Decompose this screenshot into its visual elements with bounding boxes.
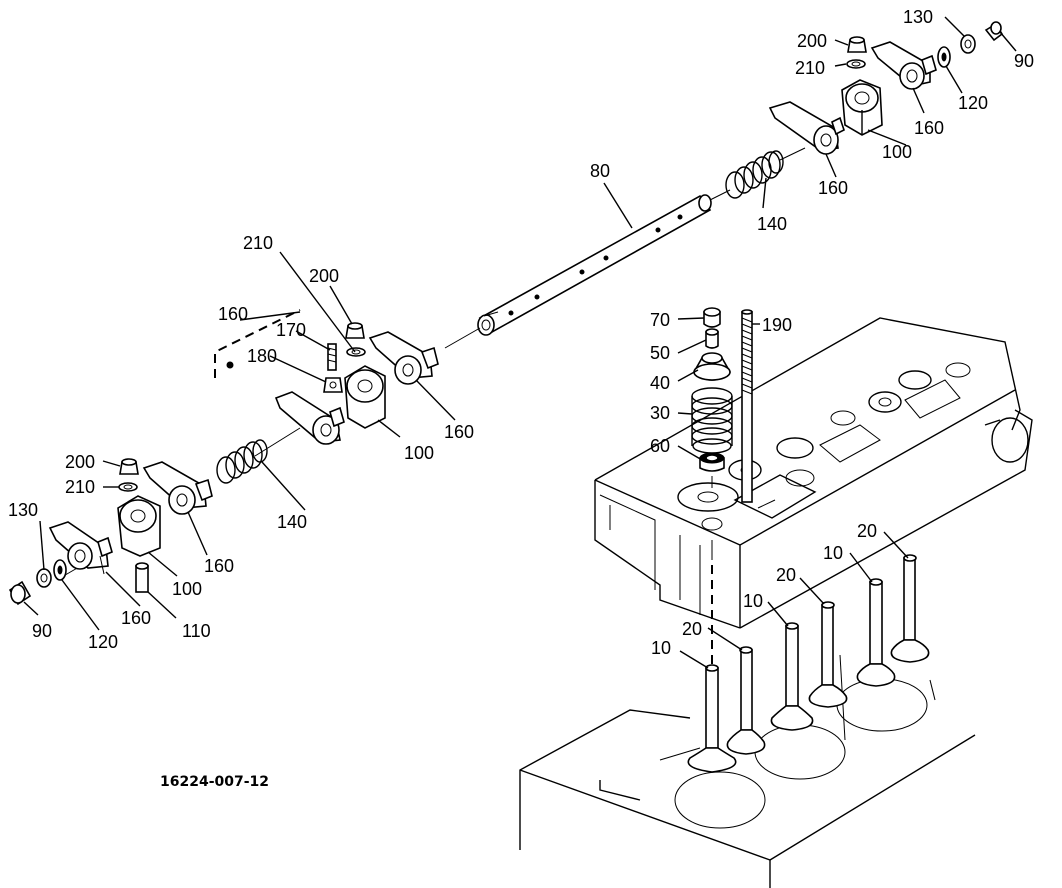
part-130-washer-right <box>960 34 976 54</box>
part-120-washer-right <box>937 46 951 68</box>
valve-20-c <box>890 554 930 663</box>
valve-spring-stack <box>691 307 733 488</box>
part-210-washer-right <box>846 59 866 69</box>
valves <box>687 540 930 773</box>
valve-10-a <box>687 664 737 773</box>
part-110-pin <box>135 562 149 593</box>
callout-120-left: 120 <box>88 632 118 652</box>
callout-100-left: 100 <box>172 579 202 599</box>
part-30-spring <box>691 387 733 454</box>
callout-80: 80 <box>590 161 610 181</box>
callout-140-right: 140 <box>757 214 787 234</box>
middle-rocker-assembly <box>214 309 439 445</box>
callout-10-c: 10 <box>651 638 671 658</box>
cylinder-head <box>594 317 1033 629</box>
part-160-rocker-arm-left-b <box>142 461 213 515</box>
part-210-washer-left <box>118 482 138 492</box>
part-100-bracket-right <box>841 79 883 136</box>
callout-190: 190 <box>762 315 792 335</box>
part-140-spring-left <box>216 439 268 484</box>
callout-160-mid-a: 160 <box>218 304 248 324</box>
callout-160-left-a: 160 <box>204 556 234 576</box>
part-90-bolt-left <box>8 580 32 606</box>
part-90-bolt-right <box>984 21 1004 42</box>
callout-200-right: 200 <box>797 31 827 51</box>
leader-lines <box>23 16 1017 669</box>
valve-10-c <box>856 578 896 687</box>
callout-60: 60 <box>650 436 670 456</box>
callout-110: 110 <box>182 621 211 641</box>
part-200-nut-right <box>847 36 867 53</box>
part-160-rocker-arm-right-b <box>768 101 845 155</box>
callout-20-b: 20 <box>776 565 796 585</box>
callout-160-mid-b: 160 <box>444 422 474 442</box>
valve-20-b <box>808 601 848 708</box>
part-180-nut <box>323 377 343 393</box>
callout-200-left: 200 <box>65 452 95 472</box>
part-100-bracket-left <box>117 495 161 557</box>
left-rocker-assembly <box>8 439 268 606</box>
callout-labels: 130 90 200 210 120 160 100 160 140 80 21… <box>8 7 1034 658</box>
callout-70: 70 <box>650 310 670 330</box>
callout-130-right: 130 <box>903 7 933 27</box>
part-120-washer-left <box>53 559 67 581</box>
callout-100-mid: 100 <box>404 443 434 463</box>
callout-160-right-a: 160 <box>914 118 944 138</box>
part-160-rocker-arm-left-a <box>48 521 113 575</box>
part-50-collet <box>705 328 719 349</box>
part-200-nut-left <box>119 458 139 475</box>
callout-130-left: 130 <box>8 500 38 520</box>
callout-100-right: 100 <box>882 142 912 162</box>
callout-170: 170 <box>276 320 306 340</box>
part-40-retainer <box>692 352 732 381</box>
part-160-rocker-arm-mid-b <box>274 391 345 445</box>
part-160-rocker-arm-right-a <box>870 41 937 90</box>
part-130-washer-left <box>36 568 52 588</box>
callout-50: 50 <box>650 343 670 363</box>
callout-210-left: 210 <box>65 477 95 497</box>
callout-200-mid: 200 <box>309 266 339 286</box>
part-100-bracket-mid <box>344 365 386 429</box>
drawing-reference-code: 16224-007-12 <box>160 774 269 790</box>
callout-10-b: 10 <box>743 591 763 611</box>
part-80-rocker-shaft <box>477 194 712 336</box>
valve-20-a <box>726 646 766 755</box>
callout-90-right: 90 <box>1014 51 1034 71</box>
callout-20-c: 20 <box>682 619 702 639</box>
part-140-spring-right <box>725 150 784 199</box>
part-70-cap <box>703 307 721 328</box>
callout-90-left: 90 <box>32 621 52 641</box>
callout-160-right-b: 160 <box>818 178 848 198</box>
callout-180: 180 <box>247 346 277 366</box>
right-rocker-assembly <box>725 21 1004 199</box>
valve-10-b <box>770 622 814 731</box>
callout-120-right: 120 <box>958 93 988 113</box>
part-160-rocker-arm-mid-a <box>368 331 439 385</box>
callout-30: 30 <box>650 403 670 423</box>
callout-210-mid: 210 <box>243 233 273 253</box>
callout-210-right: 210 <box>795 58 825 78</box>
callout-10-a: 10 <box>823 543 843 563</box>
part-60-seal <box>699 452 725 472</box>
callout-40: 40 <box>650 373 670 393</box>
callout-20-a: 20 <box>857 521 877 541</box>
part-170-stud <box>327 343 337 371</box>
callout-140-left: 140 <box>277 512 307 532</box>
engine-block <box>519 654 976 888</box>
part-210-washer-mid <box>346 347 366 357</box>
callout-160-left-b: 160 <box>121 608 151 628</box>
part-200-nut-mid <box>345 322 365 339</box>
part-190-stud <box>741 309 753 503</box>
